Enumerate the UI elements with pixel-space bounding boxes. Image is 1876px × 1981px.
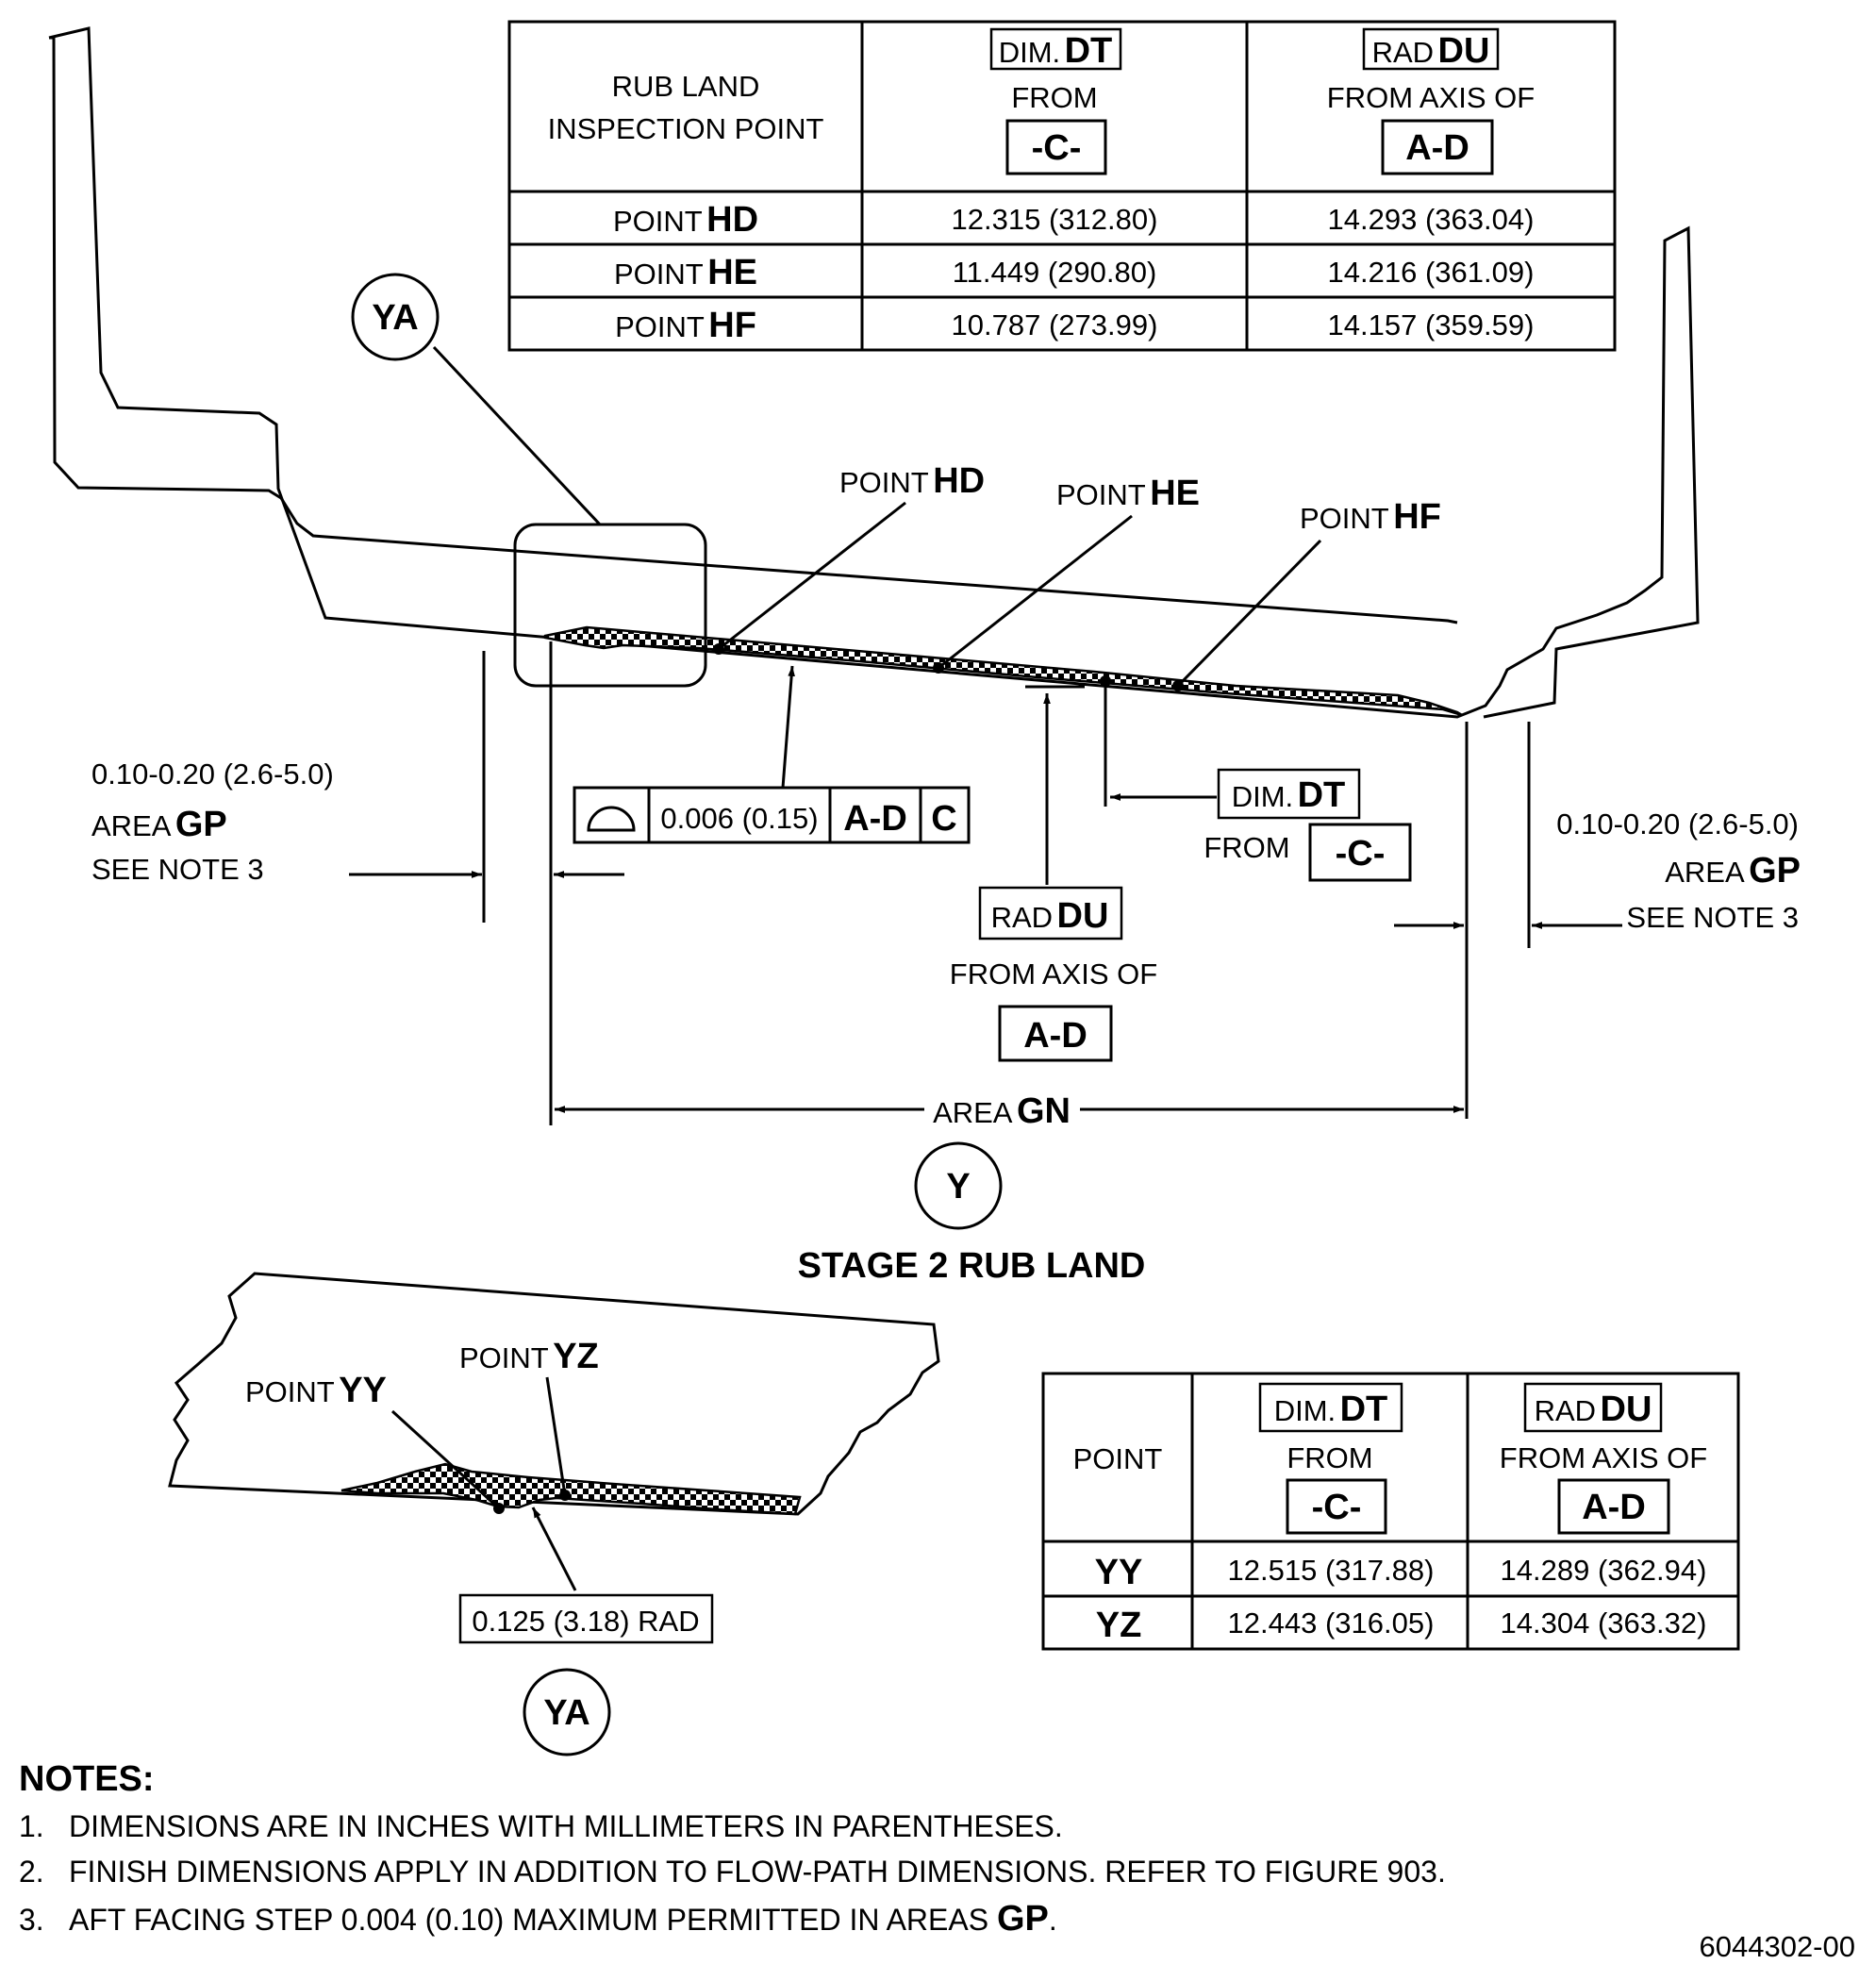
point-hd-callout: POINT HD (713, 461, 985, 655)
notes-section: NOTES: 1. DIMENSIONS ARE IN INCHES WITH … (19, 1759, 1446, 1939)
svg-text:RAD DU: RAD DU (1535, 1390, 1652, 1429)
svg-text:POINT HF: POINT HF (1300, 497, 1441, 537)
detail-ya-view: POINT YY POINT YZ 0.125 (3.18) RAD YA (168, 1272, 940, 1756)
notes-title: NOTES: (19, 1759, 155, 1799)
detail-ya-bubble (351, 273, 440, 361)
detail-rub-land-coating (340, 1462, 802, 1516)
svg-text:14.157 (359.59): 14.157 (359.59) (1328, 308, 1535, 341)
svg-text:FINISH DIMENSIONS APPLY IN ADD: FINISH DIMENSIONS APPLY IN ADDITION TO F… (69, 1855, 1446, 1889)
svg-text:POINT HE: POINT HE (1056, 474, 1200, 513)
svg-text:10.787 (273.99): 10.787 (273.99) (952, 308, 1158, 341)
radius-label: 0.125 (3.18) RAD (472, 1605, 699, 1638)
svg-text:FROM AXIS OF: FROM AXIS OF (1500, 1441, 1707, 1474)
area-gn-dimension: AREA GN (555, 1091, 1464, 1131)
rad-du-callout: RAD DU FROM AXIS OF A-D (950, 685, 1157, 1062)
table-row: POINT HF 10.787 (273.99) 14.157 (359.59) (615, 306, 1534, 345)
svg-text:SEE NOTE 3: SEE NOTE 3 (1626, 901, 1799, 934)
area-gp-left-callout: 0.10-0.20 (2.6-5.0) AREA GP SEE NOTE 3 (91, 641, 624, 1125)
svg-text:12.443 (316.05): 12.443 (316.05) (1228, 1606, 1435, 1640)
svg-text:14.289 (362.94): 14.289 (362.94) (1501, 1554, 1707, 1587)
table-row: YZ 12.443 (316.05) 14.304 (363.32) (1096, 1606, 1707, 1645)
svg-text:14.216 (361.09): 14.216 (361.09) (1328, 256, 1535, 289)
svg-text:12.515 (317.88): 12.515 (317.88) (1228, 1554, 1435, 1587)
svg-text:C: C (931, 799, 956, 839)
svg-text:DIM. DT: DIM. DT (1274, 1390, 1388, 1429)
table-row: YY 12.515 (317.88) 14.289 (362.94) (1095, 1553, 1707, 1592)
table-header-from-axis: FROM AXIS OF (1327, 81, 1535, 114)
svg-text:FROM: FROM (1204, 831, 1289, 864)
area-gp-right-callout: 0.10-0.20 (2.6-5.0) AREA GP SEE NOTE 3 (1394, 722, 1801, 1119)
svg-text:3.: 3. (19, 1903, 44, 1937)
view-caption: STAGE 2 RUB LAND (798, 1246, 1146, 1286)
svg-text:11.449 (290.80): 11.449 (290.80) (953, 256, 1157, 289)
table-row: POINT HE 11.449 (290.80) 14.216 (361.09) (614, 253, 1534, 292)
detail-ya-bubble-bottom (523, 1668, 611, 1756)
svg-text:0.10-0.20 (2.6-5.0): 0.10-0.20 (2.6-5.0) (1556, 807, 1799, 841)
table-header-from: FROM (1011, 81, 1097, 114)
profile-tolerance-frame: 0.006 (0.15) A-D C (573, 665, 971, 844)
inspection-point-table: RUB LAND INSPECTION POINT DIM. DT FROM -… (507, 20, 1617, 352)
point-hf-callout: POINT HF (1100, 497, 1441, 691)
detail-ya-frame (513, 523, 707, 688)
datum-ad-label: A-D (1405, 128, 1469, 168)
note-item: 2. FINISH DIMENSIONS APPLY IN ADDITION T… (19, 1855, 1446, 1889)
note-item: 3. AFT FACING STEP 0.004 (0.10) MAXIMUM … (19, 1899, 1057, 1939)
svg-text:A-D: A-D (1023, 1016, 1087, 1056)
svg-text:RAD DU: RAD DU (991, 896, 1109, 936)
svg-text:POINT HD: POINT HD (839, 461, 985, 501)
view-y-label: Y (946, 1167, 970, 1207)
svg-text:FROM AXIS OF: FROM AXIS OF (950, 957, 1157, 990)
table-row: POINT HD 12.315 (312.80) 14.293 (363.04) (613, 200, 1534, 240)
point-yy-label: POINT YY (245, 1371, 387, 1410)
rub-land-coating (543, 625, 1463, 717)
svg-text:POINT HE: POINT HE (614, 253, 757, 292)
view-y-bubble (914, 1141, 1003, 1230)
svg-text:POINT HF: POINT HF (615, 306, 756, 345)
point-he-callout: POINT HE (933, 474, 1200, 674)
svg-text:DIMENSIONS ARE IN INCHES WITH: DIMENSIONS ARE IN INCHES WITH MILLIMETER… (69, 1809, 1063, 1843)
svg-text:A-D: A-D (843, 799, 907, 839)
table-header-rad-du: RAD DU (1372, 31, 1490, 71)
detail-point-table: POINT DIM. DT FROM -C- RAD DU FROM AXIS … (1041, 1372, 1740, 1651)
datum-c-label: -C- (1032, 128, 1082, 168)
svg-text:0.006 (0.15): 0.006 (0.15) (660, 802, 818, 835)
svg-text:2.: 2. (19, 1855, 44, 1889)
svg-text:YZ: YZ (1096, 1606, 1142, 1645)
svg-text:AREA GP: AREA GP (1665, 851, 1801, 891)
note-item: 1. DIMENSIONS ARE IN INCHES WITH MILLIME… (19, 1809, 1063, 1843)
svg-text:AREA GP: AREA GP (91, 805, 227, 844)
svg-text:-C-: -C- (1336, 834, 1386, 874)
svg-text:0.10-0.20 (2.6-5.0): 0.10-0.20 (2.6-5.0) (91, 757, 334, 791)
dim-dt-callout: DIM. DT FROM -C- (1104, 686, 1412, 882)
svg-text:POINT: POINT (1073, 1442, 1163, 1475)
svg-text:AFT FACING STEP 0.004 (0.10) M: AFT FACING STEP 0.004 (0.10) MAXIMUM PER… (69, 1899, 1057, 1939)
table-header-dim-dt: DIM. DT (999, 31, 1113, 71)
svg-text:YA: YA (543, 1693, 589, 1733)
svg-text:-C-: -C- (1312, 1488, 1362, 1527)
svg-text:14.304 (363.32): 14.304 (363.32) (1501, 1606, 1707, 1640)
svg-text:AREA GN: AREA GN (933, 1091, 1071, 1131)
svg-text:SEE NOTE 3: SEE NOTE 3 (91, 853, 264, 886)
point-yz-label: POINT YZ (459, 1337, 599, 1376)
svg-text:FROM: FROM (1287, 1441, 1372, 1474)
detail-ya-bubble-label: YA (372, 298, 418, 338)
figure-id: 6044302-00 (1700, 1930, 1856, 1963)
svg-text:A-D: A-D (1582, 1488, 1646, 1527)
svg-text:YY: YY (1095, 1553, 1143, 1592)
table-header-point-line1: RUB LAND (612, 70, 760, 103)
svg-text:DIM. DT: DIM. DT (1232, 775, 1346, 815)
svg-text:14.293 (363.04): 14.293 (363.04) (1328, 203, 1535, 236)
stage-2-part-outline (48, 26, 1700, 719)
table-header-point-line2: INSPECTION POINT (548, 112, 824, 145)
svg-text:12.315 (312.80): 12.315 (312.80) (952, 203, 1158, 236)
profile-of-surface-icon (587, 806, 636, 832)
svg-text:1.: 1. (19, 1809, 44, 1843)
svg-text:POINT HD: POINT HD (613, 200, 758, 240)
